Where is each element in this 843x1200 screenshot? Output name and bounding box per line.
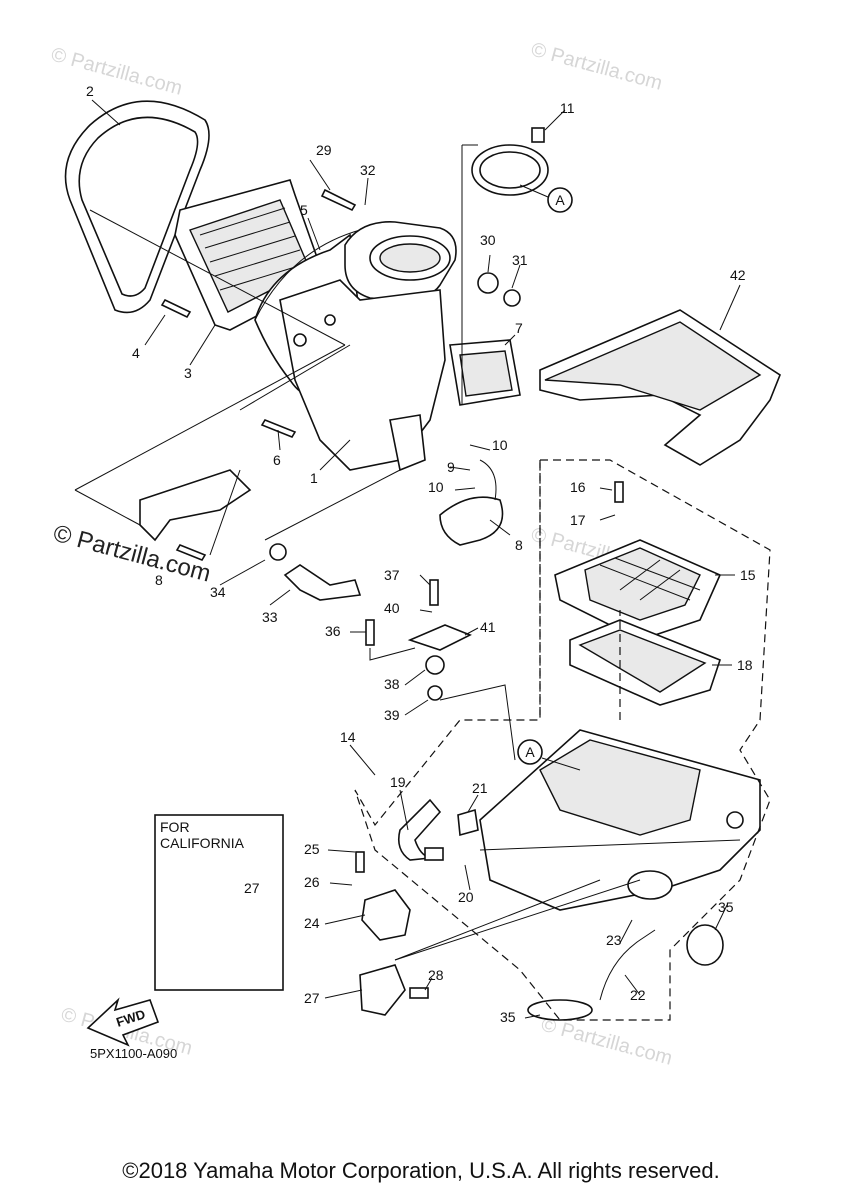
callout-37: 37: [384, 567, 400, 583]
part-filter-cover: [554, 539, 722, 641]
svg-text:A: A: [555, 192, 565, 208]
leader-lines: [74, 99, 741, 1019]
part-ring-clamp: [471, 127, 549, 196]
watermark-text: © Partzilla.com: [539, 1014, 675, 1070]
callout-31: 31: [512, 252, 528, 268]
watermark-text: © Partzilla.com: [529, 39, 665, 95]
callout-6: 6: [273, 452, 281, 468]
callout-21: 21: [472, 780, 488, 796]
callout-15: 15: [740, 567, 756, 583]
callout-22: 22: [630, 987, 646, 1003]
callout-29: 29: [316, 142, 332, 158]
callout-14: 14: [340, 729, 356, 745]
callout-4: 4: [132, 345, 140, 361]
callout-27b: 27: [304, 990, 320, 1006]
diagram-code: 5PX1100-A090: [90, 1046, 177, 1061]
callout-18: 18: [737, 657, 753, 673]
callout-25: 25: [304, 841, 320, 857]
callout-labels: 2 29 32 5 11 30 31 42 7 4 3 6 1 10 9 10 …: [86, 83, 756, 1025]
callout-38: 38: [384, 676, 400, 692]
callout-27a: 27: [244, 880, 260, 896]
callout-26: 26: [304, 874, 320, 890]
ref-marker-a-top: A: [547, 187, 573, 213]
callout-41: 41: [480, 619, 496, 635]
callout-35a: 35: [718, 899, 734, 915]
california-inset: FOR CALIFORNIA: [154, 814, 284, 991]
callout-17: 17: [570, 512, 586, 528]
callout-8: 8: [515, 537, 523, 553]
part-gasket: [449, 339, 521, 406]
part-foam-block: [539, 309, 781, 466]
callout-9: 9: [447, 459, 455, 475]
california-line2: CALIFORNIA: [160, 835, 245, 851]
callout-16: 16: [570, 479, 586, 495]
callout-20: 20: [458, 889, 474, 905]
callout-30: 30: [480, 232, 496, 248]
part-main-body: [279, 279, 446, 472]
callout-2: 2: [86, 83, 94, 99]
part-airbox-lower: [479, 729, 761, 911]
callout-1: 1: [310, 470, 318, 486]
callout-7: 7: [515, 320, 523, 336]
watermark-text: © Partzilla.com: [49, 44, 185, 100]
ref-marker-a-bottom: A: [517, 739, 543, 765]
small-parts: [139, 188, 724, 1021]
callout-8b: 8: [155, 572, 163, 588]
callout-5: 5: [300, 202, 308, 218]
callout-36: 36: [325, 623, 341, 639]
copyright-text: ©2018 Yamaha Motor Corporation, U.S.A. A…: [122, 1158, 719, 1183]
callout-19: 19: [390, 774, 406, 790]
callout-23: 23: [606, 932, 622, 948]
callout-11: 11: [560, 100, 575, 116]
callout-40: 40: [384, 600, 400, 616]
dashed-outlines: [354, 459, 771, 1021]
california-line1: FOR: [160, 819, 190, 835]
callout-10a: 10: [492, 437, 508, 453]
callout-39: 39: [384, 707, 400, 723]
callout-24: 24: [304, 915, 320, 931]
callout-28: 28: [428, 967, 444, 983]
svg-text:A: A: [525, 744, 535, 760]
callout-33: 33: [262, 609, 278, 625]
callout-10b: 10: [428, 479, 444, 495]
callout-42: 42: [730, 267, 746, 283]
fwd-arrow: FWD: [86, 997, 160, 1047]
callout-34: 34: [210, 584, 226, 600]
part-cover: [64, 100, 210, 314]
callout-32: 32: [360, 162, 376, 178]
part-air-filter: [569, 619, 721, 706]
callout-35b: 35: [500, 1009, 516, 1025]
callout-3: 3: [184, 365, 192, 381]
